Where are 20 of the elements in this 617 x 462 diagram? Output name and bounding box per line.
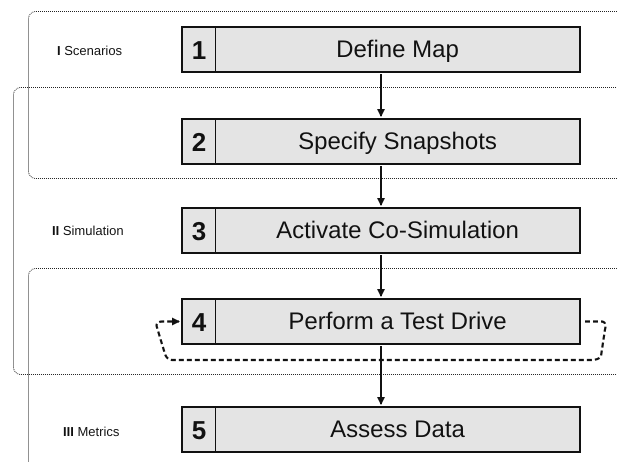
step-number: 1 (192, 36, 206, 62)
step-number: 4 (192, 308, 206, 334)
step-title: Activate Co-Simulation (276, 218, 519, 242)
step-box (181, 207, 581, 254)
step-number: 2 (192, 128, 206, 154)
arrow (377, 74, 385, 117)
step-box (181, 26, 581, 73)
arrow (156, 318, 607, 362)
step-box (181, 406, 581, 453)
arrow (377, 346, 385, 405)
step-box (181, 118, 581, 165)
arrow (377, 255, 385, 297)
step-number: 5 (192, 416, 206, 442)
step-box (181, 298, 581, 345)
step-title: Perform a Test Drive (288, 310, 507, 334)
step-title: Specify Snapshots (298, 130, 497, 154)
step-title: Assess Data (330, 418, 465, 442)
step-number: 3 (192, 218, 206, 244)
arrow (377, 166, 385, 206)
step-title: Define Map (336, 38, 459, 62)
